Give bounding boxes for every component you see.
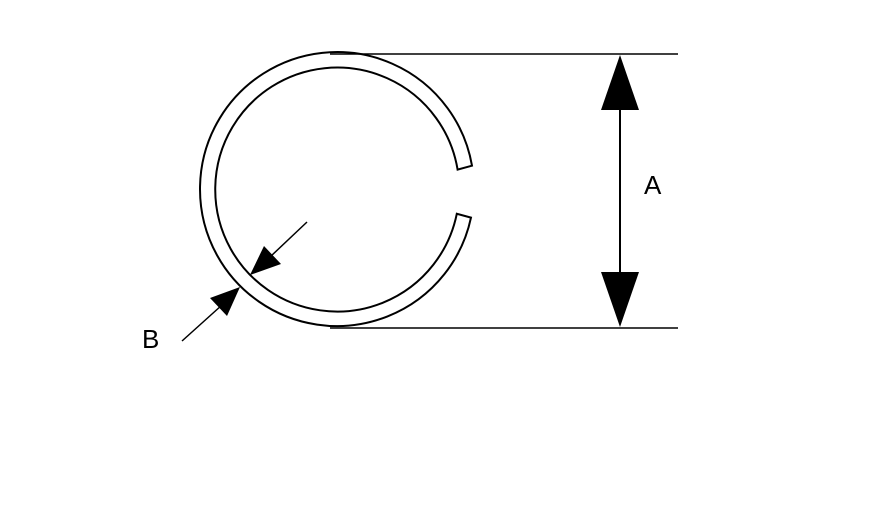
leader-line-b-lower: [181, 304, 223, 342]
arrowhead-a-bottom: [601, 272, 639, 327]
arrowhead-b-upper: [250, 246, 281, 275]
label-a: A: [644, 170, 662, 200]
arrowhead-a-top: [601, 55, 639, 110]
snap-ring: [199, 51, 474, 328]
leader-line-b-upper: [269, 221, 308, 258]
arrowhead-b-lower: [210, 287, 240, 316]
label-b: B: [142, 324, 159, 354]
